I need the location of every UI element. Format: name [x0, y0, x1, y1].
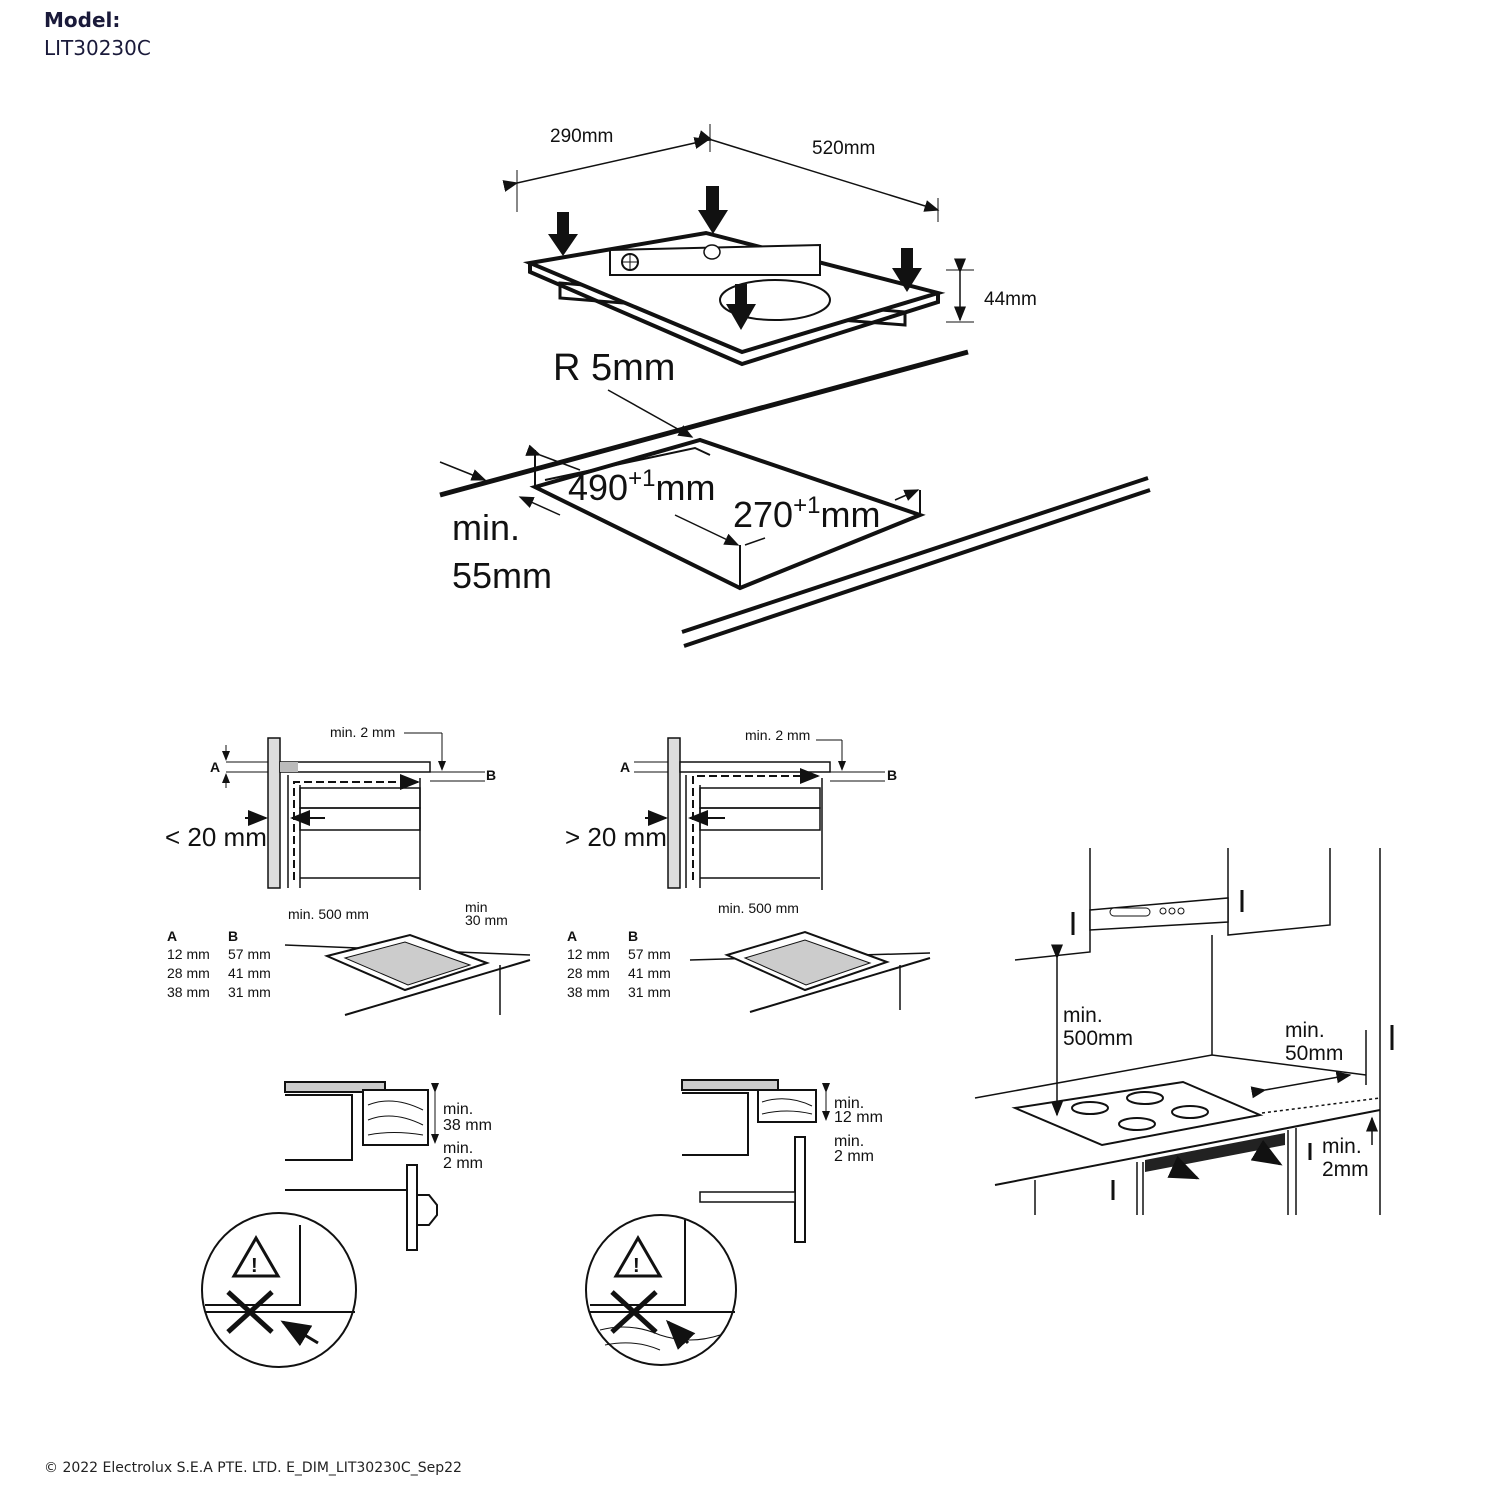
min-thickness-line1: min.: [443, 1101, 473, 1118]
spirit-level: [609, 243, 821, 276]
svg-text:31 mm: 31 mm: [228, 984, 271, 1000]
svg-text:12 mm: 12 mm: [567, 946, 610, 962]
radius-label: R 5mm: [553, 347, 675, 389]
svg-text:41 mm: 41 mm: [628, 965, 671, 981]
hood-gap-line2: 500mm: [1063, 1027, 1133, 1050]
label-a: A: [620, 759, 630, 775]
width-dim-label: 290mm: [550, 126, 613, 147]
front-gap-line2: 2mm: [1322, 1158, 1369, 1181]
svg-text:28 mm: 28 mm: [167, 965, 210, 981]
arrow-down-icon: [892, 248, 922, 292]
ventilation-diagram-left: min. 2 mm A B < 20 mm min. 500 mm min 30…: [165, 724, 531, 1016]
svg-text:12 mm: 12 mm: [167, 946, 210, 962]
svg-text:!: !: [633, 1255, 640, 1277]
min-edge-line2: 55mm: [452, 555, 552, 596]
min-gap-label: min. 2 mm: [330, 724, 395, 740]
wall: [267, 737, 281, 889]
hood-gap-line1: min.: [1063, 1004, 1103, 1027]
side-gap-line2: 50mm: [1285, 1042, 1343, 1065]
min-gap-line2: 2 mm: [834, 1148, 874, 1165]
wall-gap-label: < 20 mm: [165, 822, 267, 852]
arrow-down-icon: [698, 186, 728, 234]
svg-text:57 mm: 57 mm: [628, 946, 671, 962]
min-back-line1: min: [465, 899, 488, 915]
min-edge-line1: min.: [452, 507, 520, 548]
warning-callout: [585, 1214, 737, 1366]
worktop-back-edge: [439, 349, 969, 498]
min-gap-label: min. 2 mm: [745, 727, 810, 743]
cutout-depth-label: 270+1mm: [733, 492, 880, 535]
cutout-width-label: 490+1mm: [568, 465, 715, 508]
svg-text:28 mm: 28 mm: [567, 965, 610, 981]
warning-icon: [231, 1235, 281, 1278]
ab-table-left: A B 12 mm 57 mm 28 mm 41 mm 38 mm 31 mm: [167, 928, 271, 1000]
panel-diagram-left: min. 38 mm min. 2 mm !: [201, 1081, 492, 1368]
arrow-down-icon: [726, 284, 756, 330]
svg-text:!: !: [251, 1255, 258, 1277]
svg-text:A: A: [167, 928, 177, 944]
svg-text:B: B: [628, 928, 638, 944]
depth-dim-label: 520mm: [812, 138, 875, 159]
height-dim-label: 44mm: [984, 289, 1037, 310]
ab-table-right: A B 12 mm 57 mm 28 mm 41 mm 38 mm 31 mm: [567, 928, 671, 1000]
hob-dimension-drawing: 290mm 520mm 44mm R 5mm 490+1m: [439, 124, 1151, 648]
depth-dimension-line: [697, 130, 940, 212]
warning-callout: [201, 1212, 357, 1368]
ventilation-diagram-right: min. 2 mm A B > 20 mm min. 500 mm A B 12…: [565, 727, 931, 1013]
arrow-down-icon: [548, 212, 578, 256]
svg-text:41 mm: 41 mm: [228, 965, 271, 981]
wood-panel: [362, 1089, 429, 1146]
side-gap-line1: min.: [1285, 1019, 1325, 1042]
min-depth-label: min. 500 mm: [718, 900, 799, 916]
svg-text:38 mm: 38 mm: [567, 984, 610, 1000]
min-gap-line2: 2 mm: [443, 1155, 483, 1172]
model-header: Model: LIT30230C: [44, 8, 151, 60]
svg-text:31 mm: 31 mm: [628, 984, 671, 1000]
warning-icon: [613, 1235, 663, 1278]
label-b: B: [887, 767, 897, 783]
press-arrows: [548, 186, 922, 330]
svg-text:38 mm: 38 mm: [167, 984, 210, 1000]
model-label: Model:: [44, 8, 121, 32]
cross-icon: [226, 1290, 274, 1334]
label-a: A: [210, 759, 220, 775]
min-depth-label: min. 500 mm: [288, 906, 369, 922]
min-thickness-line1: min.: [834, 1095, 864, 1112]
min-thickness-line2: 38 mm: [443, 1117, 492, 1134]
min-thickness-line2: 12 mm: [834, 1109, 883, 1126]
model-value: LIT30230C: [44, 36, 151, 60]
min-gap-line1: min.: [834, 1133, 864, 1150]
hob: [1011, 1080, 1264, 1147]
kitchen-clearance-diagram: min. 500mm min. 50mm min. 2mm: [974, 848, 1394, 1215]
front-gap-line1: min.: [1322, 1135, 1362, 1158]
min-gap-line1: min.: [443, 1140, 473, 1157]
svg-text:A: A: [567, 928, 577, 944]
width-dimension-line: [502, 137, 710, 192]
label-b: B: [486, 767, 496, 783]
cross-icon: [610, 1290, 658, 1334]
svg-text:B: B: [228, 928, 238, 944]
svg-text:57 mm: 57 mm: [228, 946, 271, 962]
cooker-hood: [1089, 897, 1229, 931]
panel-diagram-right: min. 12 mm min. 2 mm !: [585, 1079, 883, 1366]
wall-gap-label: > 20 mm: [565, 822, 667, 852]
min-back-line2: 30 mm: [465, 912, 508, 928]
footer-copyright: © 2022 Electrolux S.E.A PTE. LTD. E_DIM_…: [44, 1460, 462, 1476]
worktop-front-edge: [994, 1109, 1381, 1186]
